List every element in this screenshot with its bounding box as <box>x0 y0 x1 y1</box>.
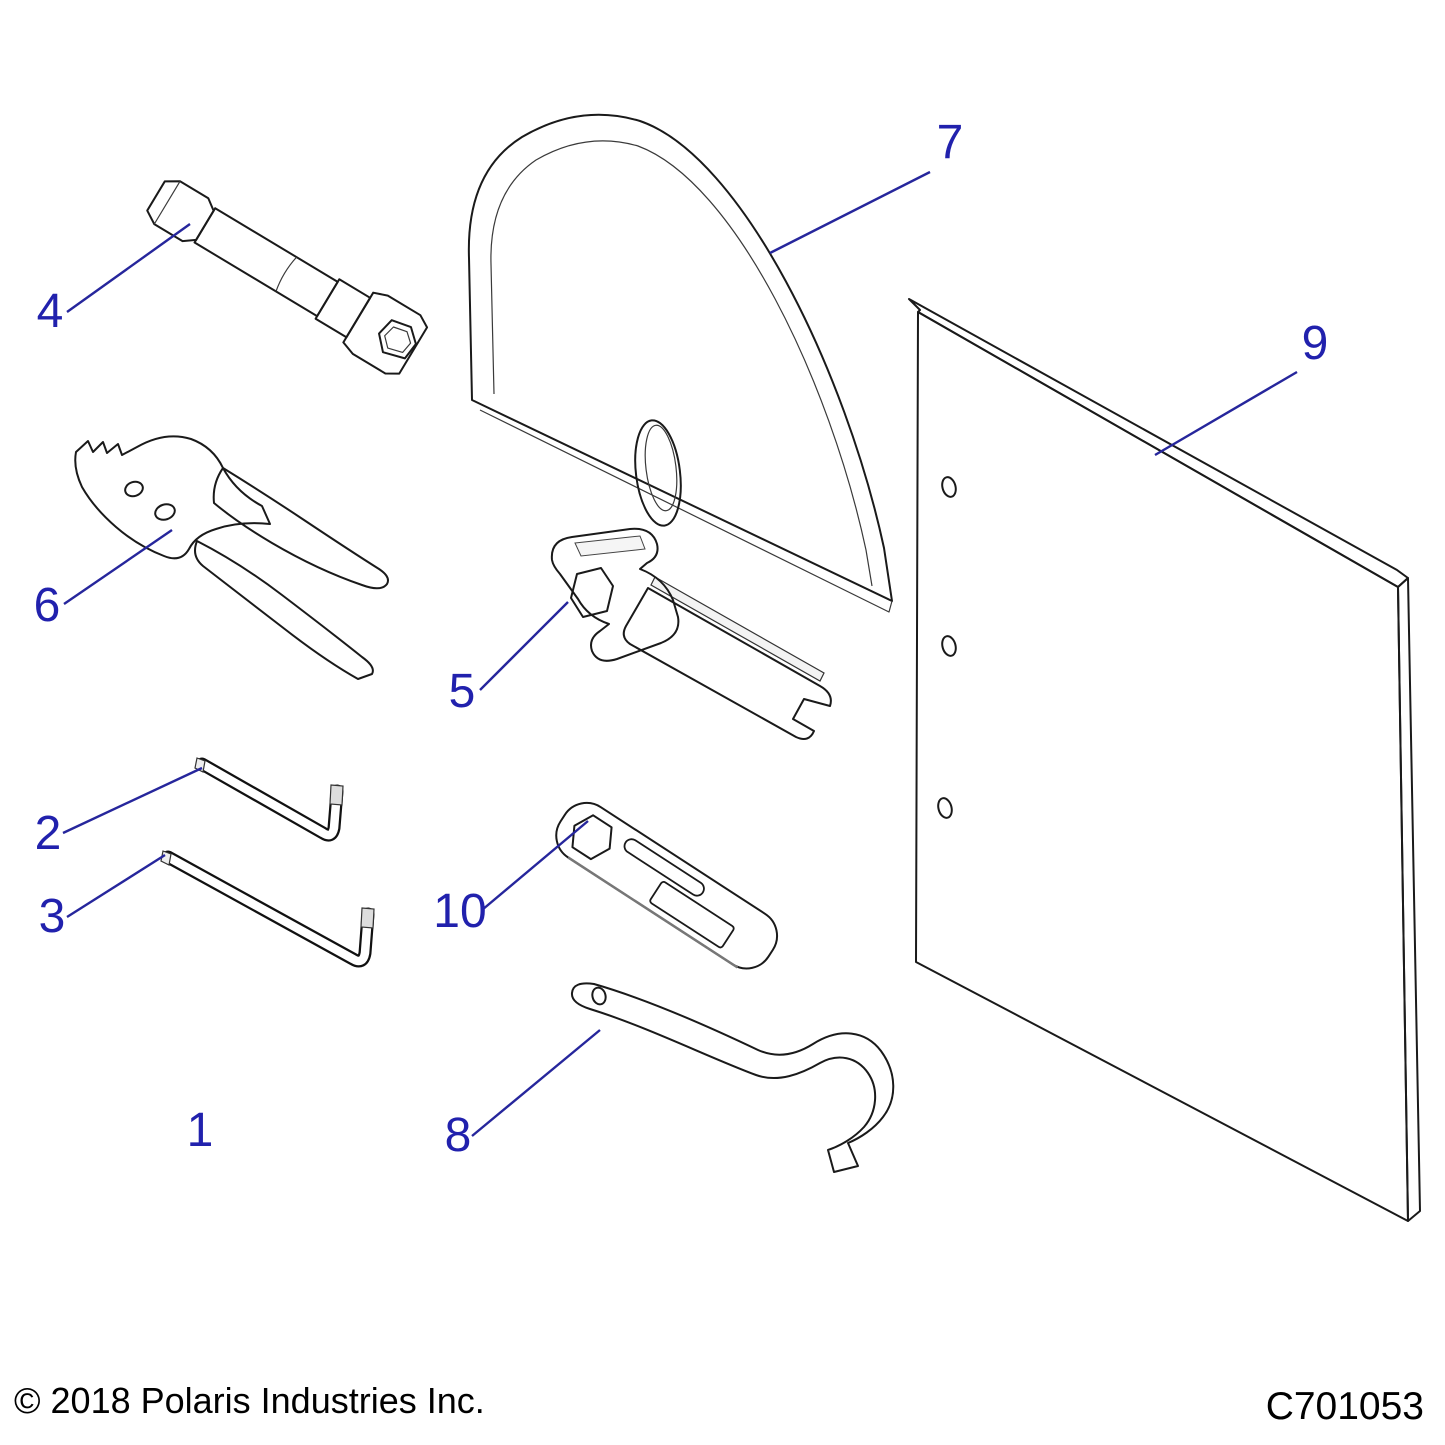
callout-1: 1 <box>187 1104 214 1157</box>
callout-10: 10 <box>433 885 486 938</box>
part-7-cover-panel <box>467 113 893 613</box>
leader-line-6 <box>63 529 173 605</box>
clamp-strap-fork <box>622 587 832 740</box>
cover-thickness-edge <box>479 409 893 613</box>
leader-line-4 <box>66 223 191 313</box>
cover-grommet-inner <box>644 424 678 512</box>
leader-line-5 <box>479 601 569 691</box>
hex-key-fill <box>163 852 373 966</box>
part-4-spark-plug-tool <box>146 180 429 375</box>
callout-2: 2 <box>35 807 62 860</box>
socket-hex-opening <box>378 319 417 360</box>
pliers-pivot-hole <box>124 480 144 498</box>
flat-wrench-window <box>649 881 735 949</box>
socket-hex-cap <box>146 180 215 243</box>
hex-key-tip <box>194 757 206 773</box>
clamp-fold-highlight <box>574 535 646 557</box>
flat-wrench-slot <box>623 838 705 897</box>
part-10-flat-wrench <box>555 801 779 970</box>
cover-grommet-ring <box>634 419 682 527</box>
hex-key-knurl <box>329 784 344 806</box>
callout-6: 6 <box>34 579 61 632</box>
leader-line-7 <box>769 170 931 255</box>
callout-7: 7 <box>937 116 964 169</box>
cover-face <box>467 113 893 602</box>
hex-key-knurl <box>360 907 375 929</box>
leader-line-10 <box>481 820 589 911</box>
clamp-hex-hole <box>570 567 614 618</box>
panel-hole-top <box>941 476 957 498</box>
hex-key-fill <box>197 759 342 840</box>
callout-9: 9 <box>1302 317 1329 370</box>
cover-inner-lip <box>490 140 873 587</box>
leader-line-8 <box>471 1029 601 1137</box>
socket-body <box>193 207 339 318</box>
callout-4: 4 <box>37 285 64 338</box>
leader-lines <box>62 170 1298 1137</box>
callout-5: 5 <box>449 665 476 718</box>
panel-hole-middle <box>941 635 957 657</box>
diagram-code: C701053 <box>1266 1385 1424 1428</box>
flat-wrench-thickness <box>567 856 739 969</box>
part-9-side-panel <box>908 298 1421 1222</box>
part-8-spanner-wrench <box>570 982 895 1173</box>
leader-line-2 <box>62 766 203 835</box>
pliers-head <box>74 435 271 560</box>
socket-collar <box>314 278 372 339</box>
callout-8: 8 <box>445 1109 472 1162</box>
callout-labels: 1 2 3 4 5 6 7 8 9 10 <box>34 116 1329 1162</box>
part-6-pliers <box>74 435 389 680</box>
flat-wrench-hex-hole <box>571 814 613 861</box>
pliers-upper-handle <box>212 467 389 590</box>
clamp-strap-fold-edge <box>650 576 825 682</box>
panel-top-edge <box>908 298 1409 588</box>
callout-3: 3 <box>39 890 66 943</box>
part-5-clamp-wrench <box>550 527 832 740</box>
pliers-lower-handle <box>194 540 374 680</box>
pliers-slip-hole <box>154 503 176 521</box>
panel-hole-bottom <box>937 797 953 819</box>
leader-line-3 <box>66 853 166 919</box>
part-2-hex-key <box>194 757 344 842</box>
panel-face <box>915 311 1409 1222</box>
part-3-hex-key <box>160 850 375 968</box>
copyright-text: © 2018 Polaris Industries Inc. <box>14 1380 485 1421</box>
footer: © 2018 Polaris Industries Inc. C701053 <box>14 1380 1424 1428</box>
panel-right-edge <box>1397 577 1421 1222</box>
leader-line-9 <box>1154 370 1298 457</box>
spanner-hole <box>591 986 607 1006</box>
socket-head <box>342 291 429 375</box>
spanner-body <box>570 982 895 1173</box>
